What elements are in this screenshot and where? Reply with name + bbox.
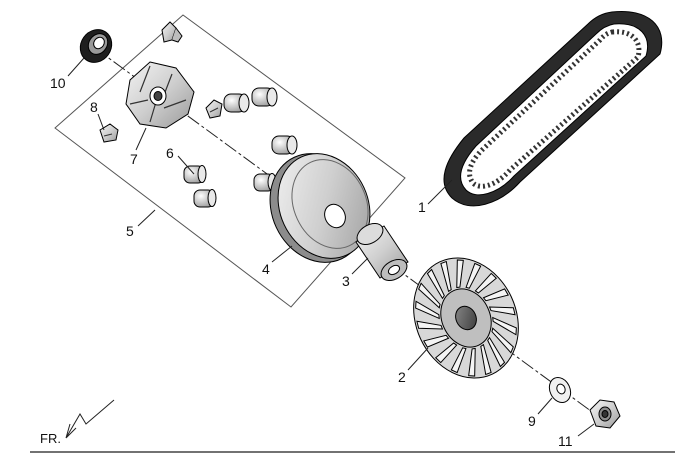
front-label: FR. (40, 431, 61, 446)
fan-blade (440, 260, 452, 293)
washer (548, 376, 572, 404)
fan-blade (423, 334, 450, 348)
flange-nut (589, 399, 621, 429)
callout-3: 3 (342, 273, 350, 289)
roller-3 (271, 135, 298, 155)
fan-blade (487, 336, 506, 368)
leader-3 (351, 257, 369, 275)
ramp-plate (125, 61, 195, 129)
callout-11: 11 (558, 433, 573, 449)
fan-blade (474, 272, 498, 294)
leader-6 (177, 155, 195, 175)
leader-9 (537, 397, 553, 415)
fan-blade (416, 320, 444, 330)
variator-kit-outline (54, 14, 406, 308)
fan-blade (465, 262, 482, 289)
leader-8 (97, 113, 105, 131)
leader-7 (135, 127, 147, 151)
leader-10 (67, 57, 85, 77)
oil-seal (79, 29, 113, 63)
front-arrow-icon (65, 399, 115, 439)
roller-5 (183, 165, 207, 184)
callout-7: 7 (130, 151, 138, 167)
fan-blade (492, 316, 517, 336)
leader-2 (407, 347, 429, 371)
callout-2: 2 (398, 369, 406, 385)
callout-9: 9 (528, 413, 536, 429)
movable-drive-face (269, 153, 371, 263)
fan-blade (415, 300, 440, 320)
callout-6: 6 (166, 145, 174, 161)
slider-piece-2 (205, 99, 223, 119)
front-direction-indicator: FR. (40, 399, 115, 446)
fan-blade (450, 347, 467, 374)
callout-1: 1 (418, 199, 426, 215)
callout-10: 10 (50, 75, 66, 91)
fan-drive-face (413, 257, 519, 379)
callout-4: 4 (262, 261, 270, 277)
fan-blade (456, 259, 464, 289)
fan-blade (488, 306, 516, 316)
leader-1 (427, 179, 453, 205)
drive-collar (355, 223, 409, 281)
leader-11 (577, 423, 595, 437)
roller-1 (223, 93, 250, 113)
leader-lines (67, 57, 595, 437)
slider-clip-top (161, 21, 183, 43)
roller-2 (251, 87, 278, 107)
fan-blade (480, 343, 492, 376)
slider-piece (99, 123, 119, 143)
fan-blade (426, 268, 445, 300)
leader-4 (271, 245, 293, 263)
roller-6 (193, 189, 217, 208)
callout-5: 5 (126, 223, 134, 239)
fan-blade (491, 327, 514, 354)
leader-5 (137, 209, 156, 227)
callout-8: 8 (90, 99, 98, 115)
fan-blade (468, 347, 476, 377)
fan-blade (434, 342, 458, 364)
drive-belt (443, 10, 663, 207)
fan-blade (418, 282, 441, 309)
fan-blade (482, 288, 509, 302)
shaft-centerline (94, 47, 611, 426)
